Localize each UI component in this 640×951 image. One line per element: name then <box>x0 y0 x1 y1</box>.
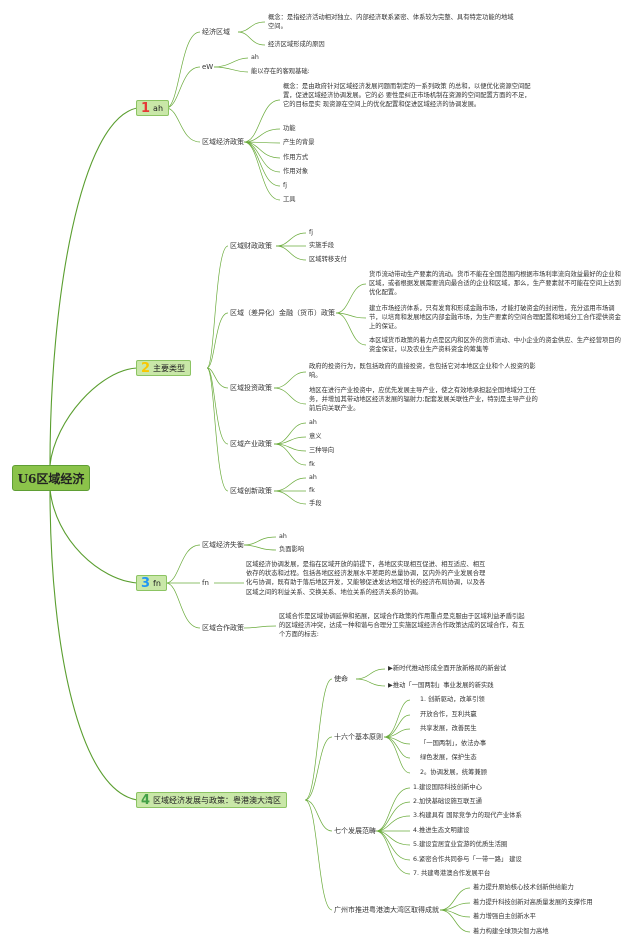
node-innovation-item[interactable]: fk <box>309 487 315 494</box>
branch-3-node[interactable]: 3 fn <box>136 575 167 591</box>
node-guangzhou-item[interactable]: 着力构建全球顶尖智力高地 <box>473 928 549 935</box>
node-guangzhou-item[interactable]: 着力提升原始核心技术创新供给能力 <box>473 884 574 891</box>
node-innovation-policy[interactable]: 区域创新政策 <box>230 487 272 495</box>
node-coop-policy[interactable]: 区域合作政策 <box>202 624 244 632</box>
node-innovation-item[interactable]: 手段 <box>309 500 322 507</box>
node-mission-item[interactable]: ▶推动「一国两制」事业发展的新实践 <box>388 682 494 689</box>
node-industry-item[interactable]: fk <box>309 461 315 468</box>
node-industry-item[interactable]: ah <box>309 419 317 426</box>
branch-2-node[interactable]: 2 主要类型 <box>136 360 192 376</box>
branch-4-number: 4 <box>141 792 151 808</box>
node-finance-para[interactable]: 建立市场经济体系，只有发育和形成金融市场，才能打破资金的封闭性，充分运用市场调节… <box>369 305 621 331</box>
node-policy-item[interactable]: 产生的背景 <box>283 139 315 146</box>
branch-1-number: 1 <box>141 100 151 116</box>
node-ew-basis[interactable]: 能以存在的客观基础: <box>251 68 310 75</box>
node-industry-item[interactable]: 意义 <box>309 433 322 440</box>
node-direction-item[interactable]: 1.建设国际科技创新中心 <box>413 784 482 791</box>
branch-2-number: 2 <box>141 360 151 376</box>
branch-3-label: fn <box>153 578 161 588</box>
node-industry-item[interactable]: 三种导向 <box>309 447 335 454</box>
node-policy-item[interactable]: fj <box>283 182 287 189</box>
node-finance-para[interactable]: 本区域货币政策的着力点是区内和区外的货币流动、中小企业的资金供应、生产经营项目的… <box>369 337 621 354</box>
node-policy-item[interactable]: 功能 <box>283 125 296 132</box>
node-policy-item[interactable]: 作用对象 <box>283 168 309 175</box>
node-principle-item[interactable]: 「一国两制」，依法办事 <box>420 740 487 747</box>
node-principle-item[interactable]: 开放合作，互利共赢 <box>420 711 477 718</box>
node-finance-policy[interactable]: 区域（差异化）金融（货币）政策 <box>230 309 335 317</box>
node-direction-item[interactable]: 2.加快基础设施互联互通 <box>413 798 482 805</box>
node-direction-item[interactable]: 3.构建具有 国际竞争力的现代产业体系 <box>413 812 522 819</box>
node-region-formation-reason[interactable]: 经济区域形成的原因 <box>268 41 325 48</box>
node-fn[interactable]: fn <box>202 579 209 587</box>
node-direction-item[interactable]: 7. 共建粤港澳合作发展平台 <box>413 870 491 877</box>
node-ew-ah[interactable]: ah <box>251 54 259 61</box>
node-policy-item[interactable]: 工具 <box>283 196 296 203</box>
node-guangzhou-item[interactable]: 着力增强自主创新水平 <box>473 913 536 920</box>
node-fn-text[interactable]: 区域经济协调发展，是指在区域开放的前提下，各地区实现相互促进、相互适应、相互依存… <box>246 561 486 596</box>
branch-1-label: ah <box>153 103 164 113</box>
branch-1-node[interactable]: 1 ah <box>136 100 170 116</box>
node-directions[interactable]: 七个发展范畴 <box>334 827 376 835</box>
node-principle-item[interactable]: 绿色发展，保护生态 <box>420 754 477 761</box>
node-direction-item[interactable]: 4.推进生态文明建设 <box>413 827 470 834</box>
branch-3-number: 3 <box>141 575 151 591</box>
node-industry-policy[interactable]: 区域产业政策 <box>230 440 272 448</box>
node-direction-item[interactable]: 6.紧密合作共同参与「一带一路」 建设 <box>413 856 522 863</box>
node-fiscal-item[interactable]: fj <box>309 229 313 236</box>
node-invest-policy[interactable]: 区域投资政策 <box>230 384 272 392</box>
node-economic-region[interactable]: 经济区域 <box>202 28 230 36</box>
node-principle-item[interactable]: 2。协调发展，统筹兼顾 <box>420 769 487 776</box>
node-innovation-item[interactable]: ah <box>309 474 317 481</box>
node-economic-region-concept[interactable]: 概念：是指经济活动相对独立、内部经济联系紧密、体系较为完整、具有特定功能的地域空… <box>268 14 514 31</box>
node-invest-para[interactable]: 地区在进行产业投资中，应优先发展主导产业，使之有效地承担起全国地域分工任务，并增… <box>309 387 538 413</box>
node-direction-item[interactable]: 5.建设宜居宜业宜游的优质生活圈 <box>413 841 508 848</box>
branch-4-label: 区域经济发展与政策：粤港澳大湾区 <box>153 795 282 805</box>
root-node[interactable]: U6区域经济 <box>12 465 90 491</box>
node-principles[interactable]: 十六个基本原则 <box>334 733 383 741</box>
node-mission[interactable]: 使命 <box>334 675 348 683</box>
node-invest-para[interactable]: 政府的投资行为，既包括政府的直接投资，也包括它对本地区企业和个人投资的影响。 <box>309 363 536 380</box>
node-finance-para[interactable]: 货币流动带动生产要素的流动。货币不能在全国范围内根据市场利率流向效益最好的企业和… <box>369 271 621 297</box>
node-imbalance-item[interactable]: 负面影响 <box>279 546 305 553</box>
node-fiscal-item[interactable]: 区域转移支付 <box>309 256 347 263</box>
node-regional-policy-concept[interactable]: 概念：是由政府针对区域经济发展问题而制定的一系列政策 的总和，以便优化资源空间配… <box>283 83 531 109</box>
node-coop-text[interactable]: 区域合作是区域协调延伸和拓展，区域合作政策的作用重点是克服由于区域利益矛盾引起的… <box>279 613 525 639</box>
node-policy-item[interactable]: 作用方式 <box>283 154 309 161</box>
node-fiscal-policy[interactable]: 区域财政政策 <box>230 242 272 250</box>
node-mission-item[interactable]: ▶新时代推动形成全面开放新格局的新尝试 <box>388 665 507 672</box>
branch-2-label: 主要类型 <box>153 363 186 373</box>
node-ew[interactable]: eW <box>202 63 214 71</box>
node-imbalance-item[interactable]: ah <box>279 533 287 540</box>
node-fiscal-item[interactable]: 实施手段 <box>309 242 335 249</box>
node-principle-item[interactable]: 1. 创新驱动，改革引领 <box>420 696 485 703</box>
branch-4-node[interactable]: 4 区域经济发展与政策：粤港澳大湾区 <box>136 792 288 808</box>
node-regional-policy[interactable]: 区域经济政策 <box>202 138 244 146</box>
node-principle-item[interactable]: 共享发展，改善民生 <box>420 725 477 732</box>
node-guangzhou[interactable]: 广州市推进粤港澳大湾区取得成就 <box>334 906 439 914</box>
node-guangzhou-item[interactable]: 着力提升科技创新对高质量发展的支撑作用 <box>473 899 593 906</box>
node-imbalance[interactable]: 区域经济失衡 <box>202 541 244 549</box>
